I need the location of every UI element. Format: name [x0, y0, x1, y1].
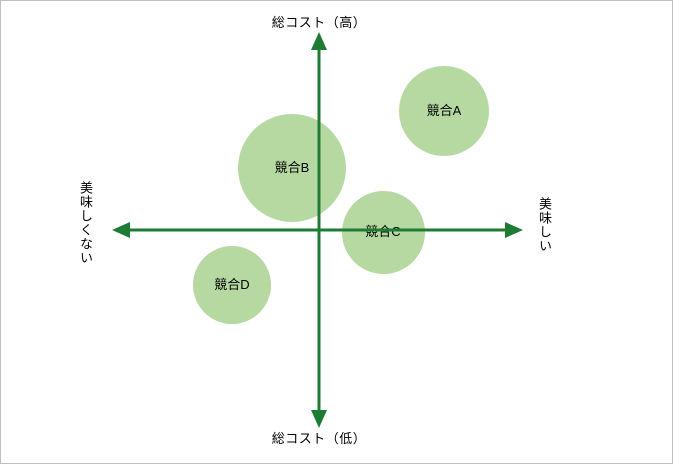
bubble-0[interactable] [399, 66, 489, 156]
axis-label-left: 美味しくない [78, 181, 93, 265]
horizontal-axis-left-arrowhead [112, 222, 130, 238]
axis-label-top: 総コスト（高） [271, 15, 367, 30]
bubble-2[interactable] [341, 190, 425, 274]
axis-label-bottom: 総コスト（低） [271, 431, 367, 446]
bubble-label-2: 競合C [365, 224, 401, 239]
vertical-axis-down-arrowhead [311, 410, 327, 428]
vertical-axis-up-arrowhead [311, 32, 327, 50]
bubble-3[interactable] [193, 246, 271, 324]
bubble-label-1: 競合B [274, 160, 310, 175]
bubble-1[interactable] [238, 114, 346, 222]
horizontal-axis [112, 222, 523, 238]
bubble-label-3: 競合D [214, 277, 250, 292]
bubble-label-0: 競合A [426, 103, 462, 118]
horizontal-axis-right-arrowhead [505, 222, 523, 238]
axis-label-right: 美味しい [537, 197, 552, 253]
